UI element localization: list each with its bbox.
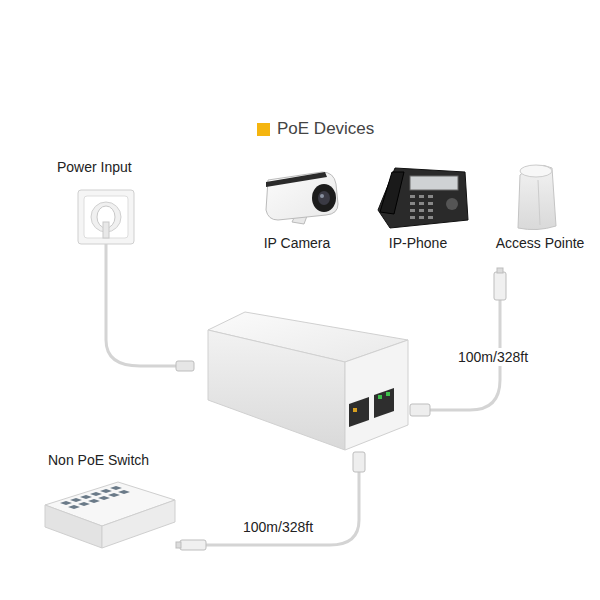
dc-plug	[176, 361, 194, 371]
ip-phone	[410, 195, 415, 198]
ip-phone	[446, 198, 458, 210]
ip-phone	[419, 216, 424, 219]
network-switch	[45, 482, 175, 548]
network-switch	[45, 505, 102, 548]
rj45-plug	[353, 452, 365, 472]
ip-phone	[428, 202, 433, 205]
ip-phone	[419, 195, 424, 198]
device-label: Power Input	[57, 158, 132, 176]
ip-phone	[419, 202, 424, 205]
access-point	[518, 165, 556, 230]
legend-text: PoE Devices	[277, 119, 374, 139]
poe-injector	[349, 397, 369, 427]
ip-phone	[428, 209, 433, 212]
device-label: Non PoE Switch	[48, 451, 149, 469]
cable-length: 100m/328ft	[240, 518, 316, 536]
ip-phone	[378, 168, 468, 228]
ip-phone	[380, 172, 404, 214]
ip-phone	[410, 209, 415, 212]
network-switch	[98, 496, 110, 500]
lan-cable	[206, 470, 359, 545]
network-switch	[100, 489, 112, 493]
ip-phone	[410, 202, 415, 205]
network-switch	[102, 500, 175, 548]
cable-length: 100m/328ft	[455, 348, 531, 366]
network-switch	[80, 495, 92, 499]
network-switch	[70, 498, 82, 502]
rj45-plug-top	[497, 268, 503, 273]
access-point	[518, 165, 556, 229]
wall-outlet	[103, 222, 109, 238]
ip-phone	[410, 195, 433, 219]
rj45-plug-top	[494, 268, 506, 300]
wall-outlet	[78, 190, 134, 244]
wall-outlet	[84, 196, 128, 238]
power-cable	[106, 236, 178, 366]
network-switch	[118, 490, 130, 494]
ip-camera	[266, 172, 338, 220]
ip-phone	[378, 168, 468, 228]
network-switch	[108, 493, 120, 497]
poe-injector	[353, 408, 357, 412]
ip-phone	[428, 195, 433, 198]
network-switch	[60, 486, 130, 509]
ip-phone	[410, 216, 415, 219]
rj45-plug-switch	[180, 540, 206, 550]
ip-camera	[320, 194, 324, 198]
ip-camera	[318, 191, 330, 205]
access-point	[520, 165, 552, 177]
ip-phone	[419, 209, 424, 212]
rj45-plug-switch	[176, 540, 206, 550]
ip-camera	[312, 184, 336, 212]
poe-injector	[374, 388, 394, 418]
poe-injector	[208, 312, 408, 450]
rj45-plug	[410, 404, 430, 416]
ip-phone	[428, 216, 433, 219]
rj45-plug-switch	[176, 542, 181, 548]
lan-cable	[206, 470, 359, 545]
device-label: IP-Phone	[389, 234, 447, 252]
poe-injector	[378, 395, 382, 399]
access-point	[538, 180, 540, 225]
ip-phone	[410, 176, 458, 190]
wall-outlet	[78, 190, 134, 244]
poe-injector	[386, 392, 390, 396]
device-label: Access Pointe	[496, 234, 585, 252]
ip-camera	[266, 172, 338, 224]
poe-injector	[345, 340, 408, 450]
network-switch	[88, 499, 100, 503]
network-switch	[60, 501, 72, 505]
poe-injector	[208, 330, 345, 450]
legend-swatch	[257, 123, 270, 136]
power-cable	[106, 236, 178, 366]
ip-camera	[266, 172, 327, 187]
network-switch	[68, 505, 80, 509]
device-label: IP Camera	[264, 234, 331, 252]
network-switch	[90, 492, 102, 496]
network-switch	[78, 502, 90, 506]
rj45-plug-top	[494, 272, 506, 300]
network-switch	[110, 486, 122, 490]
